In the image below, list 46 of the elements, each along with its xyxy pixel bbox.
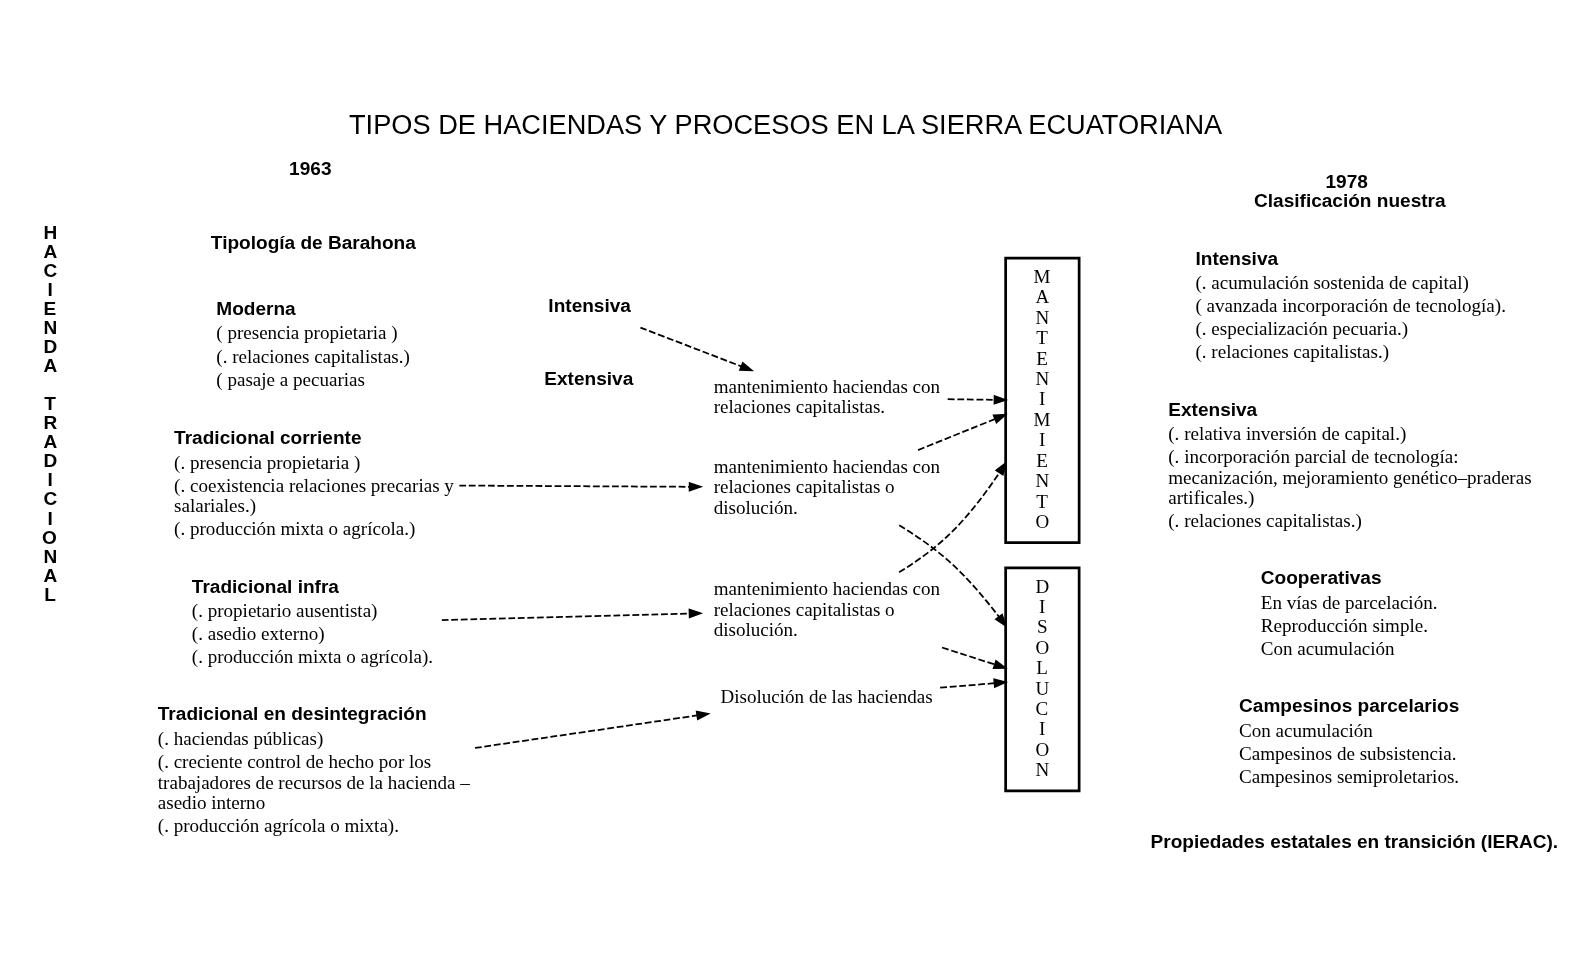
label: (. relativa inversión de capital.) <box>1168 422 1407 444</box>
label: Con acumulación <box>1239 719 1373 741</box>
arrow <box>440 608 704 621</box>
arrow <box>939 677 1009 689</box>
node-text: Intensiva <box>548 294 631 316</box>
node-text: Tradicional en desintegración (. haciendas públicas) (. creciente control de hecho por los trabajadores de recursos de la hacienda – asedio interno (. producción agrícola o mixta). <box>157 702 470 836</box>
label: Campesinos de subsistencia. <box>1239 742 1457 764</box>
node-text: Moderna ( presencia propietaria ) (. relaciones capitalistas.) ( pasaje a pecuarias <box>216 297 410 390</box>
node-box: MANTENIMIENTO <box>1004 256 1081 544</box>
arrow <box>458 481 704 492</box>
label: 1978 <box>1325 170 1368 192</box>
node-text: mantenimiento haciendas con relaciones capitalistas o disolución. <box>713 577 941 640</box>
label: 1963 <box>289 157 332 179</box>
node-text: mantenimiento haciendas con relaciones capitalistas. <box>713 375 941 417</box>
label: Campesinos semiproletarios. <box>1239 765 1460 787</box>
label: Propiedades estatales en transición (IERAC). <box>1150 830 1559 852</box>
node-text: Tradicional corriente (. presencia propietaria ) (. coexistencia relaciones precarias y salariales.) (. producción mixta o agrícola.) <box>174 426 454 539</box>
arrow <box>941 646 1008 669</box>
label: Extensiva <box>1168 398 1258 420</box>
label: Tipología de Barahona <box>210 231 416 253</box>
node-text: Disolución de las haciendas <box>720 685 933 707</box>
arrow <box>898 523 1008 628</box>
label: (. relaciones capitalistas.) <box>1168 509 1362 531</box>
label: Con acumulación <box>1260 637 1395 659</box>
label: Cooperativas <box>1260 566 1382 588</box>
arrow <box>639 326 755 371</box>
arrow <box>474 710 711 749</box>
node-text: mantenimiento haciendas con relaciones capitalistas o disolución. <box>713 455 941 518</box>
label: Clasificación nuestra <box>1254 189 1446 211</box>
label: En vías de parcelación. <box>1260 591 1438 613</box>
label: Reproducción simple. <box>1260 614 1428 636</box>
label: (. relaciones capitalistas.) <box>1195 340 1390 362</box>
label: Intensiva <box>1195 247 1279 269</box>
arrow <box>898 460 1008 573</box>
label: (. especialización pecuaria.) <box>1195 317 1409 339</box>
label: ( avanzada incorporación de tecnología). <box>1195 294 1506 316</box>
label: (. acumulación sostenida de capital) <box>1195 271 1469 293</box>
label: Campesinos parcelarios <box>1239 694 1460 716</box>
node-box: DISOLUCION <box>1004 565 1081 792</box>
label: Extensiva <box>544 367 634 389</box>
arrow <box>946 394 1009 405</box>
label: (. incorporación parcial de tecnología: mecanización, mejoramiento genético–praderas artificales.) <box>1168 445 1532 508</box>
diagram-title: TIPOS DE HACIENDAS Y PROCESOS EN LA SIERRA ECUATORIANA <box>349 108 1223 140</box>
node-text: Tradicional infra (. propietario ausentista) (. asedio externo) (. producción mixta o agrícola). <box>191 575 434 667</box>
arrow <box>917 413 1008 451</box>
label: HACIENDA TRADICIONAL <box>42 221 58 605</box>
